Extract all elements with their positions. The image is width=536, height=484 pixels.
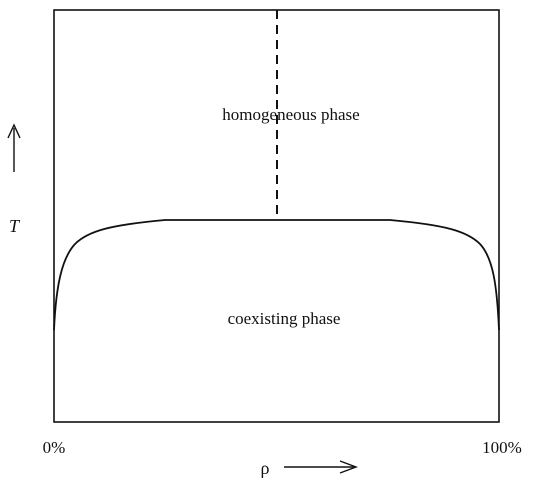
x-max-label: 100% [482,438,522,457]
coexistence-curve [53,219,500,331]
density-axis-label: ρ [261,458,270,478]
temperature-axis-label: T [9,216,21,236]
homogeneous-phase-label: homogeneous phase [222,105,359,124]
coexisting-phase-label: coexisting phase [228,309,341,328]
x-min-label: 0% [43,438,66,457]
temperature-axis-arrow [7,123,21,172]
density-axis-arrow [284,460,358,474]
